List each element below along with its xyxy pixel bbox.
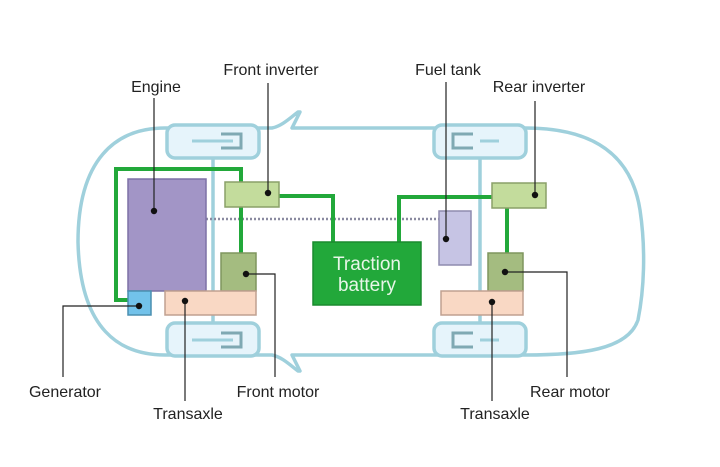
label-rear-transaxle: Transaxle: [460, 406, 530, 423]
battery-label-line2: battery: [338, 275, 397, 296]
front-transaxle-block: [164, 290, 257, 316]
rear-transaxle-block: [440, 290, 524, 316]
label-front-inverter: Front inverter: [223, 62, 319, 79]
leader-rear-motor: [505, 271, 568, 377]
wheel-front-top: [165, 123, 261, 160]
engine-block: [127, 178, 207, 292]
battery-label-line1: Traction: [333, 254, 401, 275]
front-motor-block: [220, 252, 257, 292]
wheel-front-bottom: [165, 321, 261, 358]
leader-front-motor: [246, 273, 276, 377]
wheel-rear-bottom: [432, 321, 528, 358]
label-front-transaxle: Transaxle: [153, 406, 223, 423]
label-rear-inverter: Rear inverter: [493, 79, 586, 96]
traction-battery-block: [312, 241, 422, 306]
label-rear-motor: Rear motor: [530, 384, 611, 401]
leader-lines: [62, 82, 568, 401]
front-inverter-block: [224, 181, 280, 208]
leader-generator: [62, 305, 139, 377]
label-engine: Engine: [131, 79, 181, 96]
label-generator: Generator: [29, 384, 102, 401]
wheel-rear-top: [432, 123, 528, 160]
leader-dots: [135, 189, 539, 310]
label-front-motor: Front motor: [237, 384, 320, 401]
label-fuel-tank: Fuel tank: [415, 62, 482, 79]
hv-cables: [114, 167, 509, 302]
car-body-outline: [76, 110, 646, 373]
